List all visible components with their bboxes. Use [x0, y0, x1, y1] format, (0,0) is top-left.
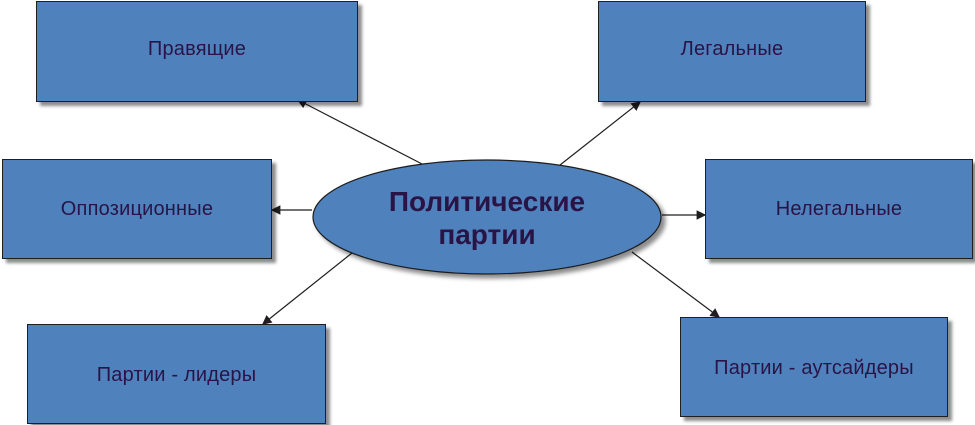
- arrow-to-outsiders: [631, 251, 720, 318]
- node-legal: Легальные: [598, 1, 866, 102]
- node-ruling: Правящие: [36, 1, 358, 102]
- node-opposition-label: Оппозиционные: [60, 197, 214, 220]
- node-ruling-label: Правящие: [147, 38, 247, 60]
- node-outsiders-label: Партии - аутсайдеры: [714, 356, 914, 379]
- node-leaders: Партии - лидеры: [27, 324, 326, 424]
- node-outsiders: Партии - аутсайдеры: [680, 317, 948, 417]
- node-opposition: Оппозиционные: [2, 159, 272, 259]
- node-legal-label: Легальные: [680, 38, 784, 60]
- node-leaders-label: Партии - лидеры: [96, 363, 257, 386]
- center-ellipse: [312, 159, 662, 275]
- arrow-to-leaders: [262, 252, 353, 325]
- arrow-to-ruling: [296, 99, 425, 166]
- node-illegal: Нелегальные: [705, 159, 973, 259]
- arrow-to-legal: [559, 101, 641, 166]
- node-illegal-label: Нелегальные: [775, 197, 903, 220]
